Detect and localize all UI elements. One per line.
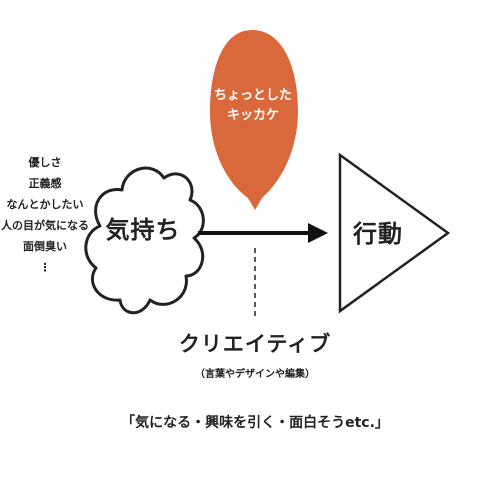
- trigger-bubble-shape: [210, 30, 298, 210]
- feeling-example-item: 人の目が気になる: [1, 219, 89, 232]
- feeling-examples-list: 優しさ 正義感 なんとかしたい 人の目が気になる 面倒臭い ⋮: [0, 152, 90, 278]
- feeling-example-item: 正義感: [28, 177, 62, 190]
- trigger-bubble-line: ちょっとした: [213, 88, 292, 103]
- feeling-example-item: なんとかしたい: [6, 198, 84, 211]
- action-triangle-shape: [338, 152, 451, 314]
- feeling-example-item: 優しさ: [28, 156, 62, 169]
- creative-sublabel: （言葉やデザインや編集）: [195, 369, 315, 380]
- bottom-quote: 「気になる・興味を引く・面白そうetc.」: [121, 415, 389, 431]
- creative-label: クリエイティブ: [178, 332, 332, 356]
- feeling-example-item: 面倒臭い: [23, 240, 67, 253]
- feeling-example-ellipsis: ⋮: [39, 261, 51, 274]
- arrow-head: [308, 223, 328, 243]
- feeling-cloud-label: 気持ち: [105, 216, 181, 244]
- trigger-bubble-label: ちょっとした キッカケ: [200, 86, 306, 126]
- feeling-cloud-shape: [84, 166, 205, 315]
- action-label: 行動: [353, 220, 403, 248]
- trigger-bubble-line: キッカケ: [226, 108, 279, 123]
